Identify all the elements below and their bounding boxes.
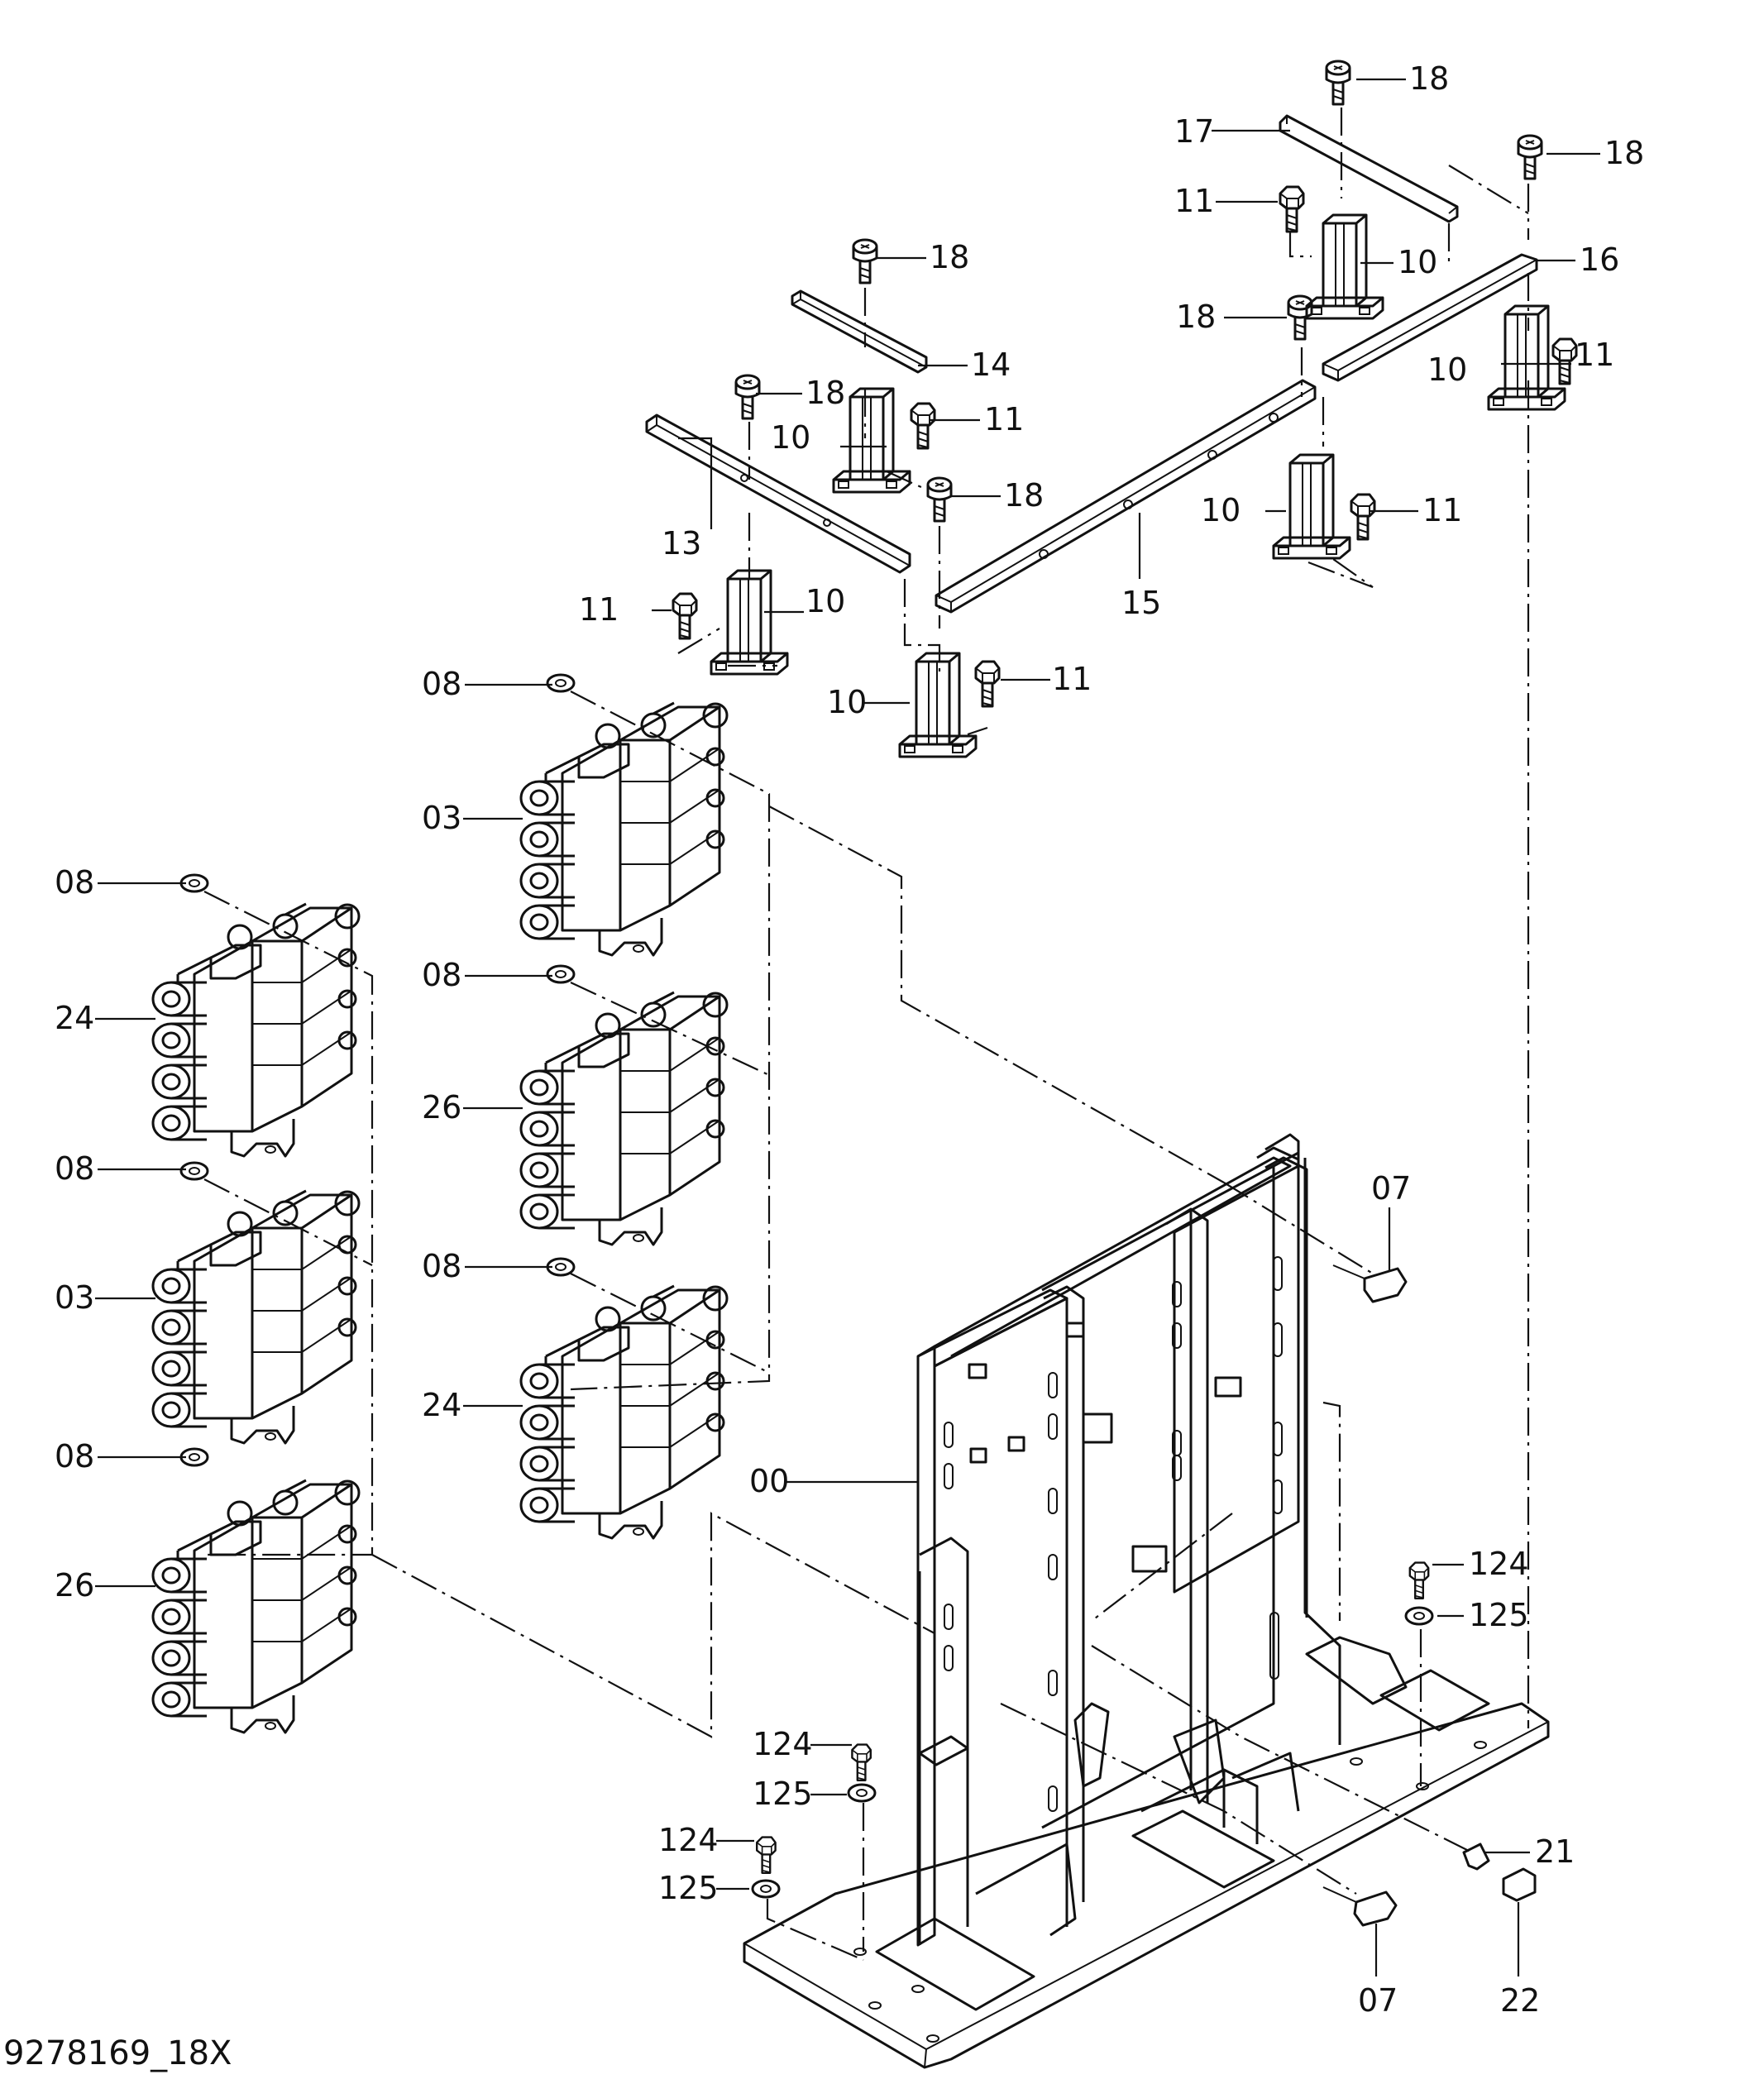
valve-block-26-left-bottom	[151, 1479, 361, 1734]
callout-24: 24	[422, 1387, 461, 1423]
callout-124: 124	[658, 1822, 719, 1858]
callout-18: 18	[806, 375, 845, 411]
callout-10: 10	[827, 684, 867, 720]
leader-lines	[95, 78, 1600, 1976]
bolt-11-c	[910, 402, 936, 450]
callout-26: 26	[422, 1089, 461, 1126]
bolt-11-b	[1551, 337, 1578, 385]
callout-26: 26	[55, 1567, 94, 1604]
callout-124: 124	[1469, 1546, 1529, 1582]
rail-16	[1322, 253, 1538, 382]
callout-18: 18	[930, 239, 969, 275]
callout-13: 13	[662, 525, 701, 562]
callout-08: 08	[55, 864, 94, 901]
upper-center-lines	[677, 108, 1530, 1728]
callout-125: 125	[658, 1870, 719, 1906]
callout-07: 07	[1371, 1170, 1411, 1207]
spacer-10-f	[898, 652, 978, 758]
callout-11: 11	[984, 401, 1024, 437]
callout-labels: 17 18 18 11 10 16 18 18 14 11 10 18 10 1…	[55, 60, 1644, 2019]
callout-03: 03	[422, 800, 461, 836]
bolt-11-d	[1350, 493, 1376, 541]
callout-07: 07	[1358, 1982, 1398, 2019]
callout-18: 18	[1176, 299, 1216, 335]
rail-14	[791, 289, 928, 374]
valve-block-24-lower-center	[519, 1284, 729, 1540]
bolt-124-washer-125-a	[1404, 1561, 1434, 1626]
bolt-11-a	[1279, 185, 1305, 233]
screw-18-f	[926, 476, 953, 523]
callout-21: 21	[1535, 1833, 1575, 1870]
rail-15	[935, 379, 1317, 614]
callout-22: 22	[1500, 1982, 1540, 2019]
callout-14: 14	[971, 347, 1011, 383]
callout-10: 10	[771, 419, 810, 456]
valve-block-03-left-middle	[151, 1189, 361, 1445]
callout-10: 10	[1201, 492, 1241, 528]
rail-17	[1279, 114, 1459, 223]
callout-08: 08	[422, 957, 461, 993]
bolt-124-washer-125-c	[751, 1836, 781, 1899]
callout-17: 17	[1174, 113, 1214, 150]
callout-11: 11	[1575, 337, 1614, 373]
drawing-number: 9278169_18X	[3, 2034, 232, 2072]
bolt-07-bottom	[1322, 1886, 1398, 1927]
bolt-07-top	[1332, 1264, 1408, 1303]
rail-13	[645, 413, 911, 574]
valve-block-26-center	[519, 991, 729, 1246]
callout-11: 11	[1174, 183, 1214, 219]
spacer-10-d	[1272, 453, 1351, 560]
callout-11: 11	[1052, 661, 1092, 697]
spacer-10-b	[1487, 304, 1566, 411]
nuts-08	[179, 673, 576, 1467]
callout-08: 08	[55, 1150, 94, 1187]
screw-18-e	[734, 374, 761, 420]
main-frame-00	[743, 1133, 1550, 2069]
callout-08: 08	[422, 666, 461, 702]
callout-00: 00	[749, 1463, 789, 1499]
callout-11: 11	[1422, 492, 1462, 528]
clip-21	[1462, 1843, 1490, 1871]
screw-18-a	[1325, 60, 1351, 106]
callout-16: 16	[1580, 241, 1619, 278]
bolt-11-e	[672, 592, 698, 640]
callout-18: 18	[1604, 135, 1644, 171]
valve-block-24-left-top	[151, 902, 361, 1158]
valve-block-03-upper-center	[519, 701, 729, 957]
callout-125: 125	[1469, 1597, 1529, 1633]
spacer-10-a	[1305, 213, 1384, 320]
callout-125: 125	[753, 1776, 813, 1812]
callout-10: 10	[806, 583, 845, 619]
bolt-22	[1502, 1867, 1537, 1902]
spacer-10-e	[710, 569, 789, 676]
callout-11: 11	[579, 591, 619, 628]
valve-center-lines	[203, 691, 1225, 1738]
callout-15: 15	[1121, 585, 1161, 621]
callout-18: 18	[1004, 477, 1044, 514]
callout-08: 08	[422, 1248, 461, 1284]
callout-10: 10	[1398, 244, 1437, 280]
callout-10: 10	[1427, 351, 1467, 388]
callout-124: 124	[753, 1726, 813, 1762]
callout-03: 03	[55, 1279, 94, 1316]
callout-18: 18	[1409, 60, 1449, 97]
frame-center-lines	[766, 1182, 1473, 1962]
bolt-124-washer-125-b	[847, 1743, 877, 1803]
callout-24: 24	[55, 1000, 94, 1036]
callout-08: 08	[55, 1438, 94, 1475]
screw-18-b	[1517, 134, 1543, 180]
screw-18-c	[852, 238, 878, 284]
bolt-11-f	[974, 660, 1001, 708]
